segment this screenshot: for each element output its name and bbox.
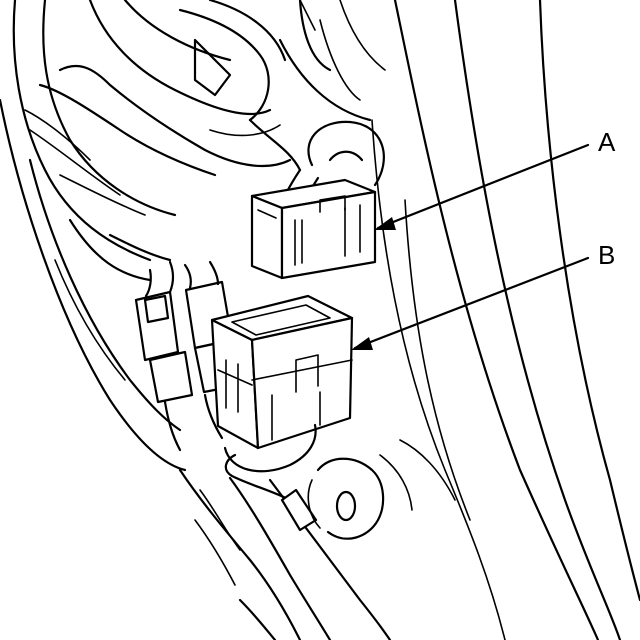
callout-label-a: A [598,127,616,157]
callout-b-leader [353,256,590,350]
callout-label-b: B [598,240,615,270]
connector-b [210,294,354,450]
wire-harness-left [0,98,187,472]
wire-harness-upper [12,0,386,262]
callout-b-arrowhead [351,337,373,350]
callout-a-leader [376,143,590,230]
connector-a [250,178,377,280]
wire-harness-lower [178,423,392,640]
callout-a-arrowhead [374,217,396,230]
mounting-boss [307,439,456,540]
body-panel [298,0,640,640]
